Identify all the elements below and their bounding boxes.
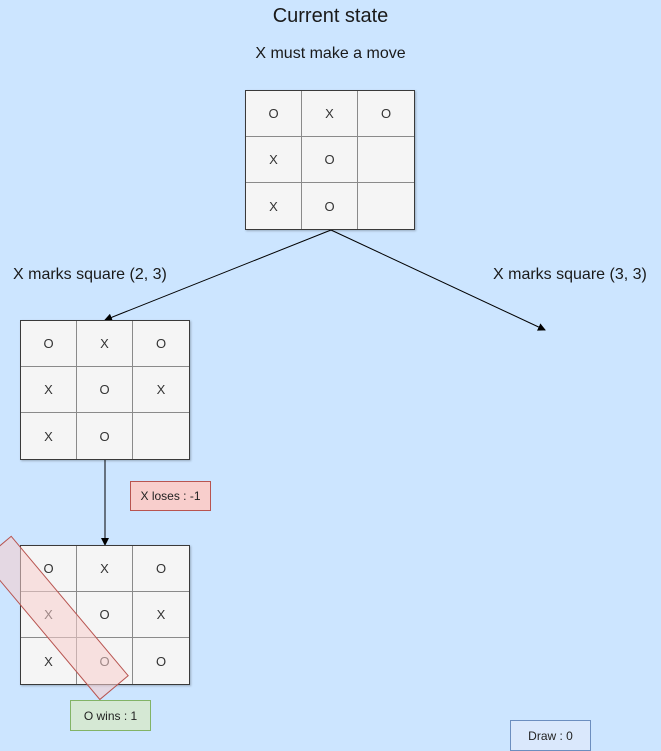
outcome-o-wins: O wins : 1 (70, 700, 151, 731)
board-left-cell: O (77, 367, 133, 413)
board-root-cell: O (302, 137, 358, 183)
outcome-draw: Draw : 0 (510, 720, 591, 751)
board-left-cell: X (21, 367, 77, 413)
board-root-cell: X (302, 91, 358, 137)
winning-diagonal-rect (0, 535, 129, 701)
board-final-cell: X (77, 546, 133, 592)
board-final-cell: O (155, 653, 167, 669)
board-left-child: O X O X O X X O (20, 320, 190, 460)
board-final-cell: O (77, 592, 133, 638)
board-root-cell (358, 137, 414, 183)
diagram-subtitle: X must make a move (255, 45, 406, 62)
board-root: O X O X O X O (245, 90, 415, 230)
board-left-cell: X (21, 413, 77, 459)
board-left-cell: X (133, 367, 189, 413)
outcome-x-loses: X loses : -1 (130, 481, 211, 511)
board-left-cell: X (77, 321, 133, 367)
edge-label-right: X marks square (3, 3) (493, 266, 647, 283)
diagram-title: Current state (272, 5, 389, 27)
board-root-cell: O (302, 183, 358, 229)
board-left-cell: O (21, 321, 77, 367)
board-root-cell: O (358, 91, 414, 137)
board-final-cell: O (133, 546, 189, 592)
board-final-cell: X (133, 592, 189, 638)
board-root-cell: X (246, 137, 302, 183)
edge-arrow-left (104, 229, 332, 322)
board-root-cell: X (246, 183, 302, 229)
edge-arrow-right (330, 229, 546, 331)
board-left-cell: O (133, 321, 189, 367)
board-left-cell: O (77, 413, 133, 459)
board-root-cell: O (246, 91, 302, 137)
edge-label-left: X marks square (2, 3) (13, 266, 167, 283)
